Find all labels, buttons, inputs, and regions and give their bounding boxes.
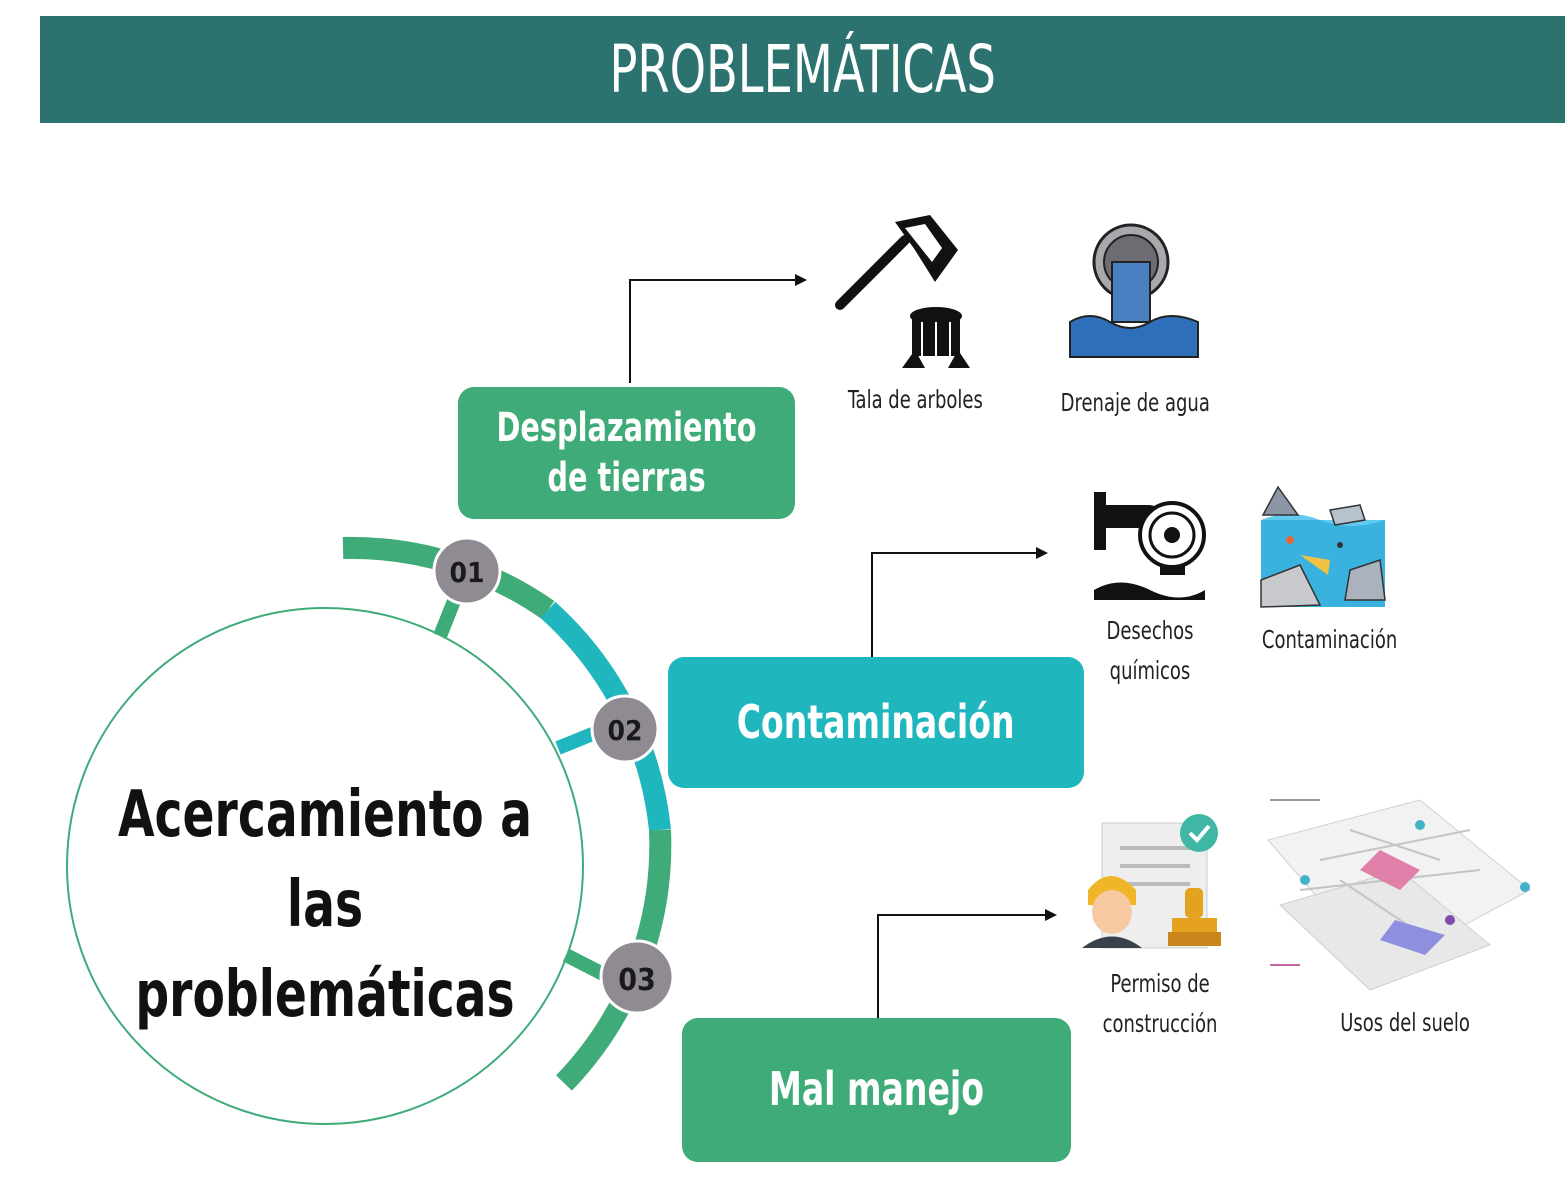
step-number-03: 03: [618, 963, 656, 998]
center-title-text: Acercamiento a las problemáticas: [118, 778, 532, 1032]
badge-connector-3: [562, 948, 609, 982]
step-box-mal-manejo: Mal manejo: [682, 1018, 1071, 1162]
center-title: Acercamiento a las problemáticas: [70, 770, 580, 1040]
label-contaminacion-text: Contaminación: [1262, 625, 1398, 654]
label-tala: Tala de arboles: [820, 380, 1010, 420]
label-tala-text: Tala de arboles: [847, 385, 983, 414]
badge-connector-2: [555, 726, 598, 755]
step-number-01: 01: [449, 556, 484, 589]
arrow-desplazamiento: [629, 274, 807, 383]
page-title: PROBLEMÁTICAS: [609, 31, 996, 108]
label-usos-text: Usos del suelo: [1340, 1008, 1470, 1037]
label-permiso-text: Permiso de construcción: [1102, 969, 1218, 1038]
header-banner: PROBLEMÁTICAS: [40, 16, 1565, 123]
label-drenaje-text: Drenaje de agua: [1060, 388, 1210, 417]
arrow-mal-manejo: [877, 909, 1057, 1018]
axe-stump-icon: [835, 215, 970, 368]
step-label-contaminacion: Contaminación: [737, 694, 1015, 749]
label-desechos-text: Desechos químicos: [1106, 616, 1194, 685]
step-badge-02: 02: [590, 694, 660, 764]
step-label-desplazamiento: Desplazamiento de tierras: [496, 405, 757, 501]
chemical-waste-icon: [1094, 492, 1206, 600]
step-number-02: 02: [607, 714, 642, 747]
label-usos: Usos del suelo: [1305, 1003, 1505, 1043]
center-circle: [66, 607, 584, 1125]
step-label-mal-manejo: Mal manejo: [768, 1062, 985, 1117]
step-box-desplazamiento: Desplazamiento de tierras: [458, 387, 795, 519]
label-contaminacion: Contaminación: [1235, 620, 1425, 660]
step-badge-01: 01: [432, 536, 502, 606]
drain-pipe-icon: [1069, 223, 1199, 358]
label-permiso: Permiso de construcción: [1080, 964, 1240, 1044]
construction-permit-icon: [1082, 814, 1221, 949]
step-box-contaminacion: Contaminación: [668, 657, 1084, 788]
label-drenaje: Drenaje de agua: [1030, 383, 1240, 423]
land-use-map-icon: [1267, 799, 1531, 991]
polluted-water-icon: [1260, 485, 1386, 608]
label-desechos: Desechos químicos: [1085, 611, 1215, 691]
arrow-contaminacion: [871, 547, 1048, 657]
step-badge-03: 03: [599, 939, 675, 1015]
